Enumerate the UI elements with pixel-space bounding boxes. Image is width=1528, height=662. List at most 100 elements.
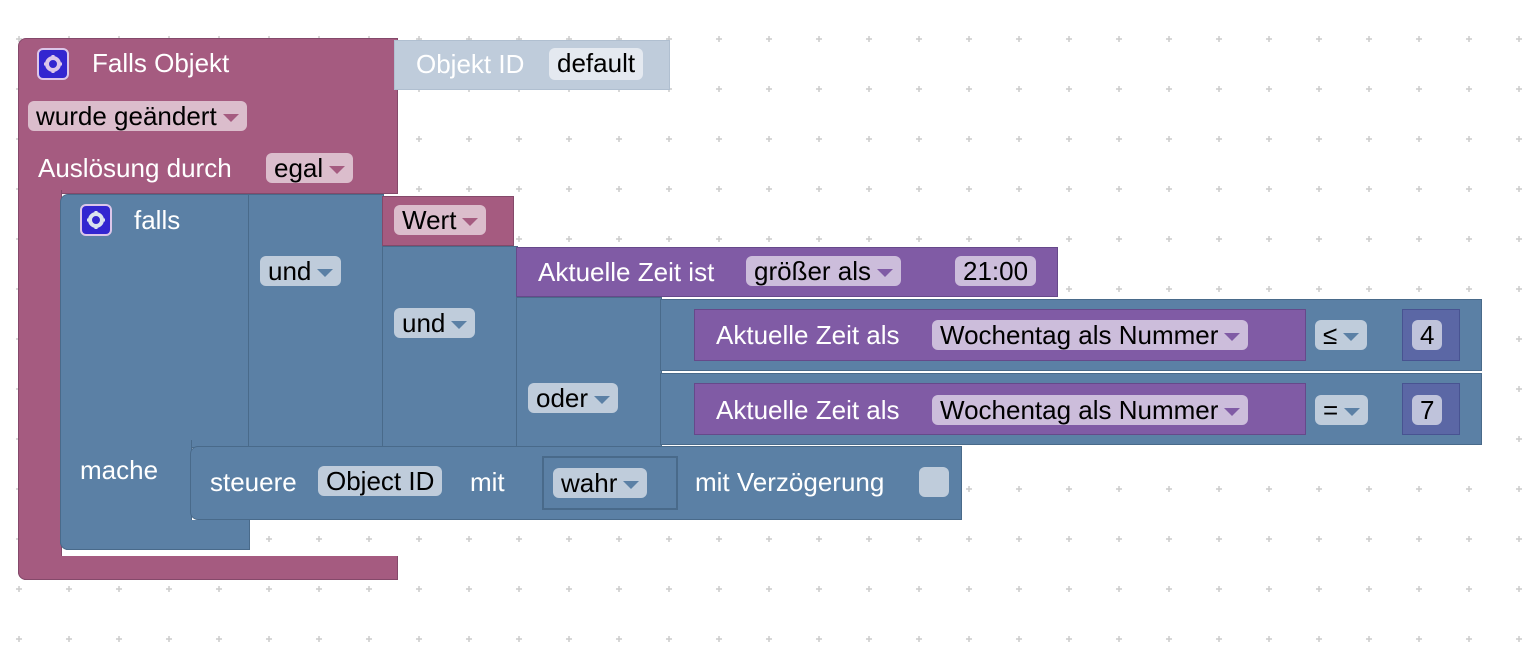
trigger-dropdown[interactable]: wurde geändert — [28, 101, 247, 131]
grid-cross — [316, 586, 322, 592]
grid-cross — [1316, 286, 1322, 292]
grid-cross — [1416, 236, 1422, 242]
bool-value: wahr — [561, 468, 618, 498]
grid-cross — [716, 636, 722, 642]
grid-cross — [966, 186, 972, 192]
grid-cross — [1316, 86, 1322, 92]
logic-op-dropdown-3[interactable]: oder — [528, 383, 619, 413]
grid-cross — [1516, 236, 1522, 242]
grid-cross — [16, 636, 22, 642]
grid-cross — [1316, 186, 1322, 192]
grid-cross — [966, 236, 972, 242]
grid-cross — [1516, 86, 1522, 92]
grid-cross — [416, 536, 422, 542]
object-id-field[interactable]: default — [549, 48, 644, 80]
grid-cross — [1516, 636, 1522, 642]
grid-cross — [816, 636, 822, 642]
grid-cross — [1316, 536, 1322, 542]
grid-cross — [1066, 636, 1072, 642]
compare-operator-2[interactable]: = — [1315, 395, 1369, 425]
number-value: 4 — [1420, 320, 1435, 350]
grid-cross — [1316, 236, 1322, 242]
grid-cross — [1466, 636, 1472, 642]
grid-cross — [566, 236, 572, 242]
grid-cross — [716, 536, 722, 542]
grid-cross — [66, 586, 72, 592]
grid-cross — [1116, 86, 1122, 92]
weekday-dropdown-1[interactable]: Wochentag als Nummer — [932, 320, 1249, 350]
time-value-field[interactable]: 21:00 — [955, 256, 1037, 286]
logic-oder-block[interactable] — [516, 297, 662, 448]
grid-cross — [1266, 136, 1272, 142]
grid-cross — [1516, 536, 1522, 542]
number-field-2[interactable]: 7 — [1412, 395, 1443, 425]
grid-cross — [1516, 36, 1522, 42]
grid-cross — [716, 86, 722, 92]
grid-cross — [816, 586, 822, 592]
grid-cross — [1066, 536, 1072, 542]
grid-cross — [916, 136, 922, 142]
logic-op-dropdown-1[interactable]: und — [260, 256, 342, 286]
grid-cross — [66, 636, 72, 642]
grid-cross — [666, 136, 672, 142]
delay-checkbox[interactable] — [919, 467, 949, 497]
time-compare-dropdown[interactable]: größer als — [746, 256, 902, 286]
grid-cross — [866, 86, 872, 92]
grid-cross — [266, 636, 272, 642]
grid-cross — [1466, 36, 1472, 42]
grid-cross — [966, 536, 972, 542]
compare-operator-1[interactable]: ≤ — [1315, 320, 1368, 350]
operator-value: = — [1323, 395, 1339, 425]
grid-cross — [1366, 136, 1372, 142]
grid-cross — [1216, 286, 1222, 292]
grid-cross — [1166, 586, 1172, 592]
grid-cross — [866, 186, 872, 192]
grid-cross — [916, 236, 922, 242]
logic-op-value: und — [268, 256, 312, 286]
grid-cross — [916, 586, 922, 592]
logic-und-block-2[interactable] — [382, 246, 518, 448]
grid-cross — [766, 586, 772, 592]
grid-cross — [16, 586, 22, 592]
grid-cross — [1016, 86, 1022, 92]
grid-cross — [1116, 486, 1122, 492]
gear-icon[interactable] — [80, 204, 112, 236]
logic-op-value: oder — [536, 383, 589, 413]
grid-cross — [1516, 336, 1522, 342]
weekday-dropdown-2[interactable]: Wochentag als Nummer — [932, 395, 1249, 425]
number-field-1[interactable]: 4 — [1412, 320, 1443, 350]
value-dropdown[interactable]: Wert — [394, 205, 487, 235]
grid-cross — [816, 86, 822, 92]
grid-cross — [866, 536, 872, 542]
grid-cross — [1066, 86, 1072, 92]
grid-cross — [1366, 536, 1372, 542]
grid-cross — [1216, 186, 1222, 192]
grid-cross — [1166, 636, 1172, 642]
grid-cross — [1516, 486, 1522, 492]
grid-cross — [1516, 186, 1522, 192]
grid-cross — [1266, 286, 1272, 292]
object-id-value: default — [557, 48, 636, 78]
grid-cross — [866, 236, 872, 242]
gear-icon[interactable] — [37, 48, 69, 80]
bool-value-dropdown[interactable]: wahr — [553, 468, 648, 498]
chevron-down-icon — [1224, 333, 1241, 342]
grid-cross — [1166, 236, 1172, 242]
grid-cross — [1266, 186, 1272, 192]
grid-cross — [366, 636, 372, 642]
grid-cross — [616, 636, 622, 642]
if-block[interactable] — [60, 194, 250, 448]
trigger-by-dropdown[interactable]: egal — [266, 153, 354, 183]
do-label: mache — [80, 455, 159, 485]
grid-cross — [1216, 86, 1222, 92]
logic-und-block-1[interactable] — [248, 194, 384, 448]
object-selector[interactable]: Object ID — [318, 466, 443, 496]
grid-cross — [766, 186, 772, 192]
event-block-bottom — [18, 556, 398, 580]
grid-cross — [766, 236, 772, 242]
grid-cross — [1416, 186, 1422, 192]
chevron-down-icon — [1224, 408, 1241, 417]
logic-op-dropdown-2[interactable]: und — [394, 308, 476, 338]
grid-cross — [1066, 236, 1072, 242]
grid-cross — [616, 236, 622, 242]
